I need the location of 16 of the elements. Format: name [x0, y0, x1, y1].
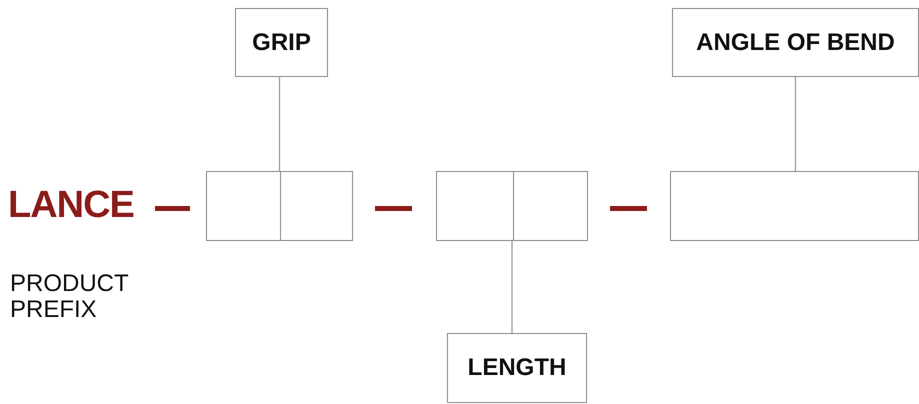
code-field: [670, 171, 919, 241]
callout-label: GRIP: [252, 28, 311, 56]
leader-line: [511, 241, 513, 333]
label-box: [672, 8, 919, 77]
prefix-caption: PRODUCT PREFIX: [10, 271, 130, 323]
callout-label: LENGTH: [468, 354, 566, 382]
leader-line: [794, 77, 796, 171]
code-field: [513, 171, 588, 241]
code-field: [206, 171, 281, 241]
prefix-code: LANCE: [8, 184, 134, 227]
leader-line: [278, 77, 280, 171]
code-field: [280, 171, 353, 241]
label-box: [235, 8, 328, 77]
callout-label: ANGLE OF BEND: [696, 28, 895, 56]
code-field: [436, 171, 514, 241]
label-box: [447, 333, 587, 403]
